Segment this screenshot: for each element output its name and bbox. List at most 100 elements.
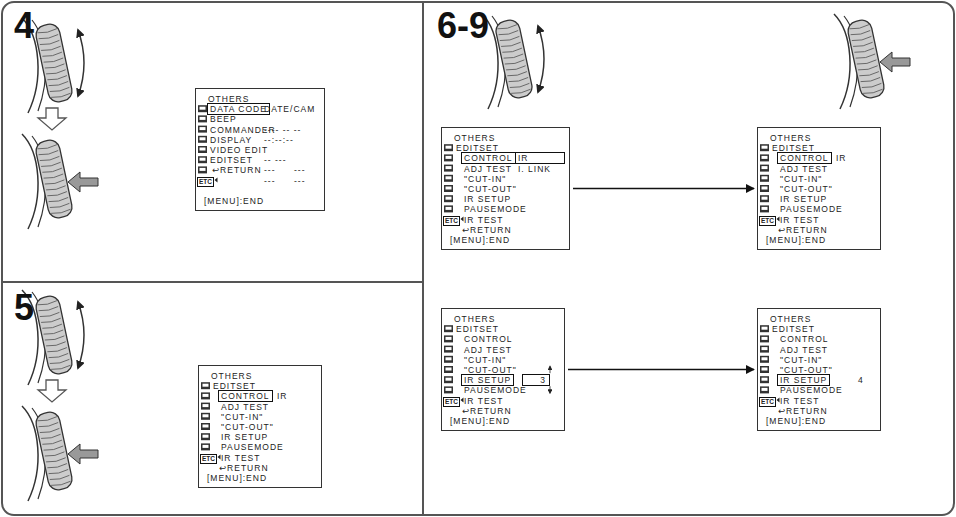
menu-item: ---	[294, 165, 306, 175]
menu-item: ↩RETURN	[219, 463, 269, 473]
menu-item: OTHERS	[211, 371, 252, 381]
jog-dial	[22, 134, 98, 229]
step-panel: OTHERSDATA CODEDATE/CAMBEEPCOMMANDER----…	[0, 0, 423, 282]
step-number: 6-9	[437, 6, 489, 46]
menu-item: PAUSEMODE	[221, 442, 284, 452]
menu-item: ↩RETURN	[462, 225, 512, 235]
menu-icon-label: ETC	[759, 216, 776, 226]
menu-item: ADJ TEST	[221, 402, 269, 412]
menu-item: 3	[522, 374, 550, 386]
menu-item: CONTROL	[777, 152, 832, 164]
menu-item: IR SETUP	[780, 194, 827, 204]
menu-item: [MENU]:END	[766, 235, 826, 245]
menu-item: ---- -- --	[264, 125, 301, 135]
menu-item: DATA CODE	[207, 103, 270, 115]
menu-screen: OTHERSEDITSETCONTROLADJ TEST"CUT-IN""CUT…	[441, 308, 565, 431]
menu-item: OTHERS	[770, 314, 811, 324]
menu-item: ADJ TEST	[780, 345, 828, 355]
menu-screen: OTHERSEDITSETCONTROLADJ TEST"CUT-IN""CUT…	[757, 308, 881, 431]
menu-item: IR	[277, 391, 288, 401]
menu-item: ↩RETURN	[778, 225, 828, 235]
menu-item: ↩RETURN	[212, 165, 262, 175]
step-panel: OTHERSEDITSETCONTROLIRADJ TEST"CUT-IN""C…	[0, 282, 423, 517]
menu-item: ---	[264, 176, 276, 186]
menu-item: DATE/CAM	[264, 104, 315, 114]
menu-item: IR TEST	[464, 215, 503, 225]
menu-item: [MENU]:END	[207, 473, 267, 483]
menu-item: "CUT-IN"	[780, 355, 822, 365]
menu-item: [MENU]:END	[766, 416, 826, 426]
menu-screen: OTHERSDATA CODEDATE/CAMBEEPCOMMANDER----…	[195, 88, 325, 211]
jog-dial	[834, 14, 910, 109]
menu-item: IR SETUP	[777, 374, 830, 386]
menu-item: "CUT-IN"	[464, 174, 506, 184]
menu-item: IR TEST	[221, 453, 260, 463]
menu-icon-label: ETC	[200, 454, 217, 464]
menu-item: IR SETUP	[461, 374, 514, 386]
menu-item: -- ---	[264, 155, 287, 165]
menu-item: IR	[515, 152, 565, 164]
panel-divider	[2, 281, 423, 283]
menu-item: ---	[294, 176, 306, 186]
menu-item: IR TEST	[464, 396, 503, 406]
menu-item: EDITSET	[210, 155, 253, 165]
menu-item: "CUT-IN"	[780, 174, 822, 184]
jog-dial	[22, 406, 98, 501]
menu-item: IR TEST	[780, 215, 819, 225]
step-number: 4	[14, 6, 34, 46]
menu-item: BEEP	[210, 114, 237, 124]
menu-item: ↩RETURN	[462, 406, 512, 416]
menu-screen: OTHERSEDITSETCONTROLIRI. LINKADJ TEST"CU…	[441, 127, 570, 250]
menu-icon-label: ETC	[443, 397, 460, 407]
menu-item: ADJ TEST	[780, 164, 828, 174]
menu-item: I. LINK	[518, 164, 551, 174]
menu-item: OTHERS	[454, 314, 495, 324]
menu-item: CONTROL	[461, 152, 516, 164]
menu-item: ↩RETURN	[778, 406, 828, 416]
menu-item: PAUSEMODE	[780, 385, 843, 395]
menu-item: [MENU]:END	[450, 235, 510, 245]
menu-item: VIDEO EDIT	[210, 145, 268, 155]
menu-item: OTHERS	[454, 133, 495, 143]
step-number: 5	[14, 288, 34, 328]
step-arrow	[38, 380, 66, 402]
menu-item: IR	[836, 153, 847, 163]
menu-item: PAUSEMODE	[464, 385, 527, 395]
menu-item: [MENU]:END	[204, 196, 264, 206]
step-arrow	[568, 369, 754, 370]
panel-divider	[422, 2, 424, 515]
menu-icon-label: ETC	[443, 216, 460, 226]
menu-icon-label: ETC	[197, 177, 214, 187]
menu-item: --:--:--	[264, 135, 294, 145]
step-panel: OTHERSEDITSETCONTROLIRI. LINKADJ TEST"CU…	[423, 0, 956, 517]
menu-item: OTHERS	[770, 133, 811, 143]
menu-item: CONTROL	[780, 334, 829, 344]
menu-item: CONTROL	[464, 334, 513, 344]
menu-screen: OTHERSEDITSETCONTROLIRADJ TEST"CUT-IN""C…	[198, 365, 322, 488]
menu-item: "CUT-OUT"	[221, 422, 274, 432]
menu-item: IR SETUP	[221, 432, 268, 442]
menu-icon-label: ETC	[759, 397, 776, 407]
menu-item: ---	[264, 165, 276, 175]
menu-item: "CUT-OUT"	[464, 184, 517, 194]
menu-item: PAUSEMODE	[780, 204, 843, 214]
menu-item: IR SETUP	[464, 194, 511, 204]
menu-item: ADJ TEST	[464, 164, 512, 174]
menu-item: PAUSEMODE	[464, 204, 527, 214]
menu-item: EDITSET	[456, 324, 499, 334]
step-arrow	[38, 108, 66, 130]
jog-dial	[482, 14, 544, 109]
menu-item: ADJ TEST	[464, 345, 512, 355]
menu-item: 4	[858, 375, 864, 385]
step-arrow	[573, 188, 754, 189]
menu-item: EDITSET	[772, 324, 815, 334]
menu-item: "CUT-IN"	[464, 355, 506, 365]
menu-screen: OTHERSEDITSETCONTROLIRADJ TEST"CUT-IN""C…	[757, 127, 881, 250]
menu-item: IR TEST	[780, 396, 819, 406]
menu-item: DISPLAY	[210, 135, 252, 145]
menu-item: CONTROL	[218, 390, 273, 402]
menu-item: "CUT-OUT"	[780, 184, 833, 194]
